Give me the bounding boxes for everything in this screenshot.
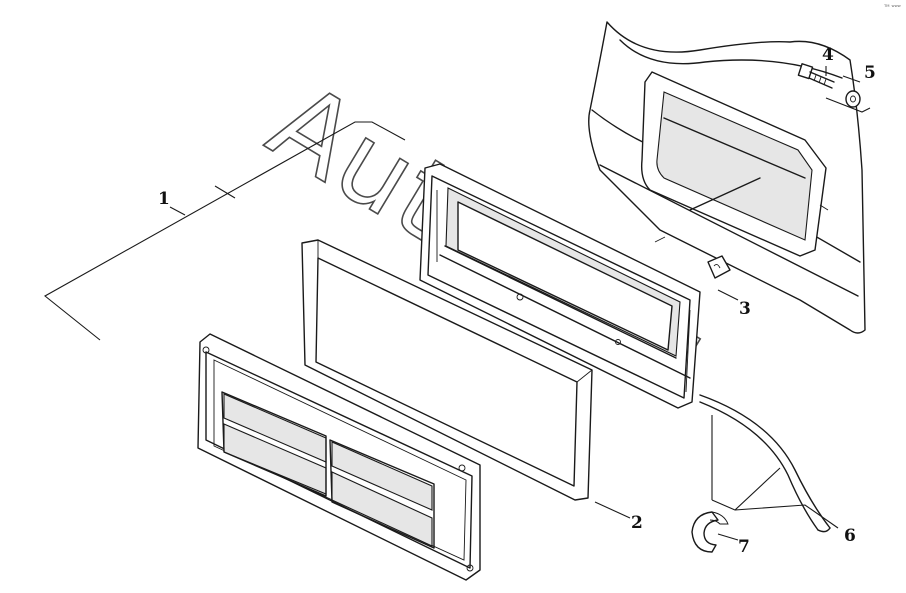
washer xyxy=(845,90,861,108)
seal-strip xyxy=(699,394,831,533)
bolt-assembly xyxy=(797,63,861,108)
bolt-shank xyxy=(808,71,835,89)
leader-lines xyxy=(594,66,871,541)
callout-1: 1 xyxy=(158,189,170,209)
clip-part xyxy=(707,255,731,279)
window-frame xyxy=(419,163,701,409)
callout-labels: 1 2 3 4 5 6 7 xyxy=(158,45,876,557)
callout-2: 2 xyxy=(631,513,643,533)
callout-7: 7 xyxy=(738,537,750,557)
callout-5: 5 xyxy=(864,63,876,83)
callout-6: 6 xyxy=(844,526,856,546)
callout-3: 3 xyxy=(739,299,751,319)
reference-lines xyxy=(44,121,406,341)
glass-pane xyxy=(301,239,593,501)
callout-4: 4 xyxy=(822,45,834,65)
vent-panel xyxy=(197,333,481,581)
body-panel xyxy=(588,21,866,334)
retaining-clip xyxy=(691,511,729,553)
corner-mark: ᵀᴹ ʷʷʷ xyxy=(883,4,901,11)
